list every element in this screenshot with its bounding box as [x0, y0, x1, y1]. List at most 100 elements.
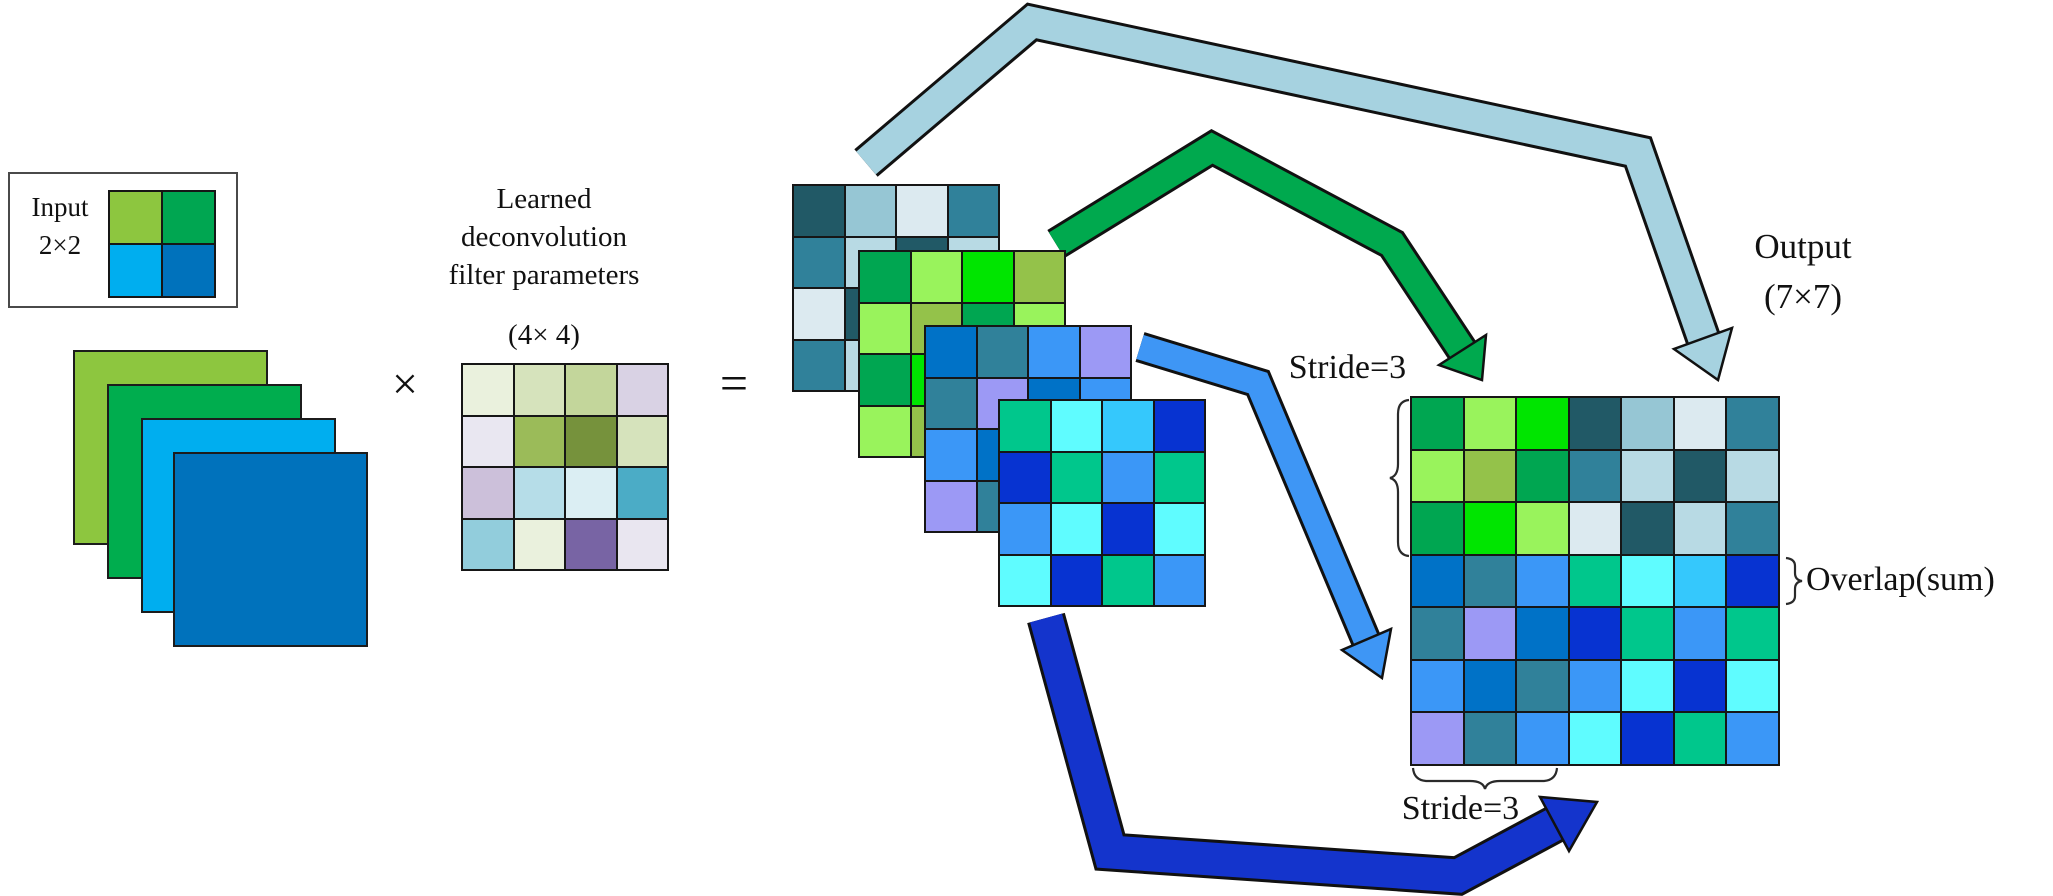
grid-cell: [1569, 713, 1621, 764]
grid-cell: [463, 468, 513, 518]
grid-cell: [926, 481, 976, 531]
grid-cell: [1674, 503, 1726, 554]
grid-cell: [617, 416, 667, 466]
grid-cell: [948, 186, 998, 236]
grid-cell: [1103, 452, 1153, 502]
grid-cell: [1412, 608, 1463, 659]
grid-cell: [1000, 504, 1050, 554]
grid-cell: [926, 430, 976, 480]
grid-cell: [1569, 555, 1621, 607]
stacked-square-blue: [173, 452, 368, 647]
grid-cell: [1622, 713, 1673, 764]
output-7x7-grid: [1410, 396, 1780, 766]
grid-cell: [1517, 398, 1568, 449]
grid-cell: [1464, 608, 1516, 659]
output-size-label: (7×7): [1763, 277, 1843, 316]
grid-cell: [1412, 450, 1463, 502]
grid-cell: [514, 468, 564, 518]
grid-cell: [1727, 713, 1778, 764]
filter-title-line3: filter parameters: [448, 259, 640, 291]
grid-cell: [1000, 401, 1050, 451]
grid-cell: [566, 365, 616, 415]
grid-cell: [1029, 327, 1079, 377]
grid-cell: [1622, 660, 1673, 712]
grid-cell: [794, 289, 844, 339]
grid-cell: [1569, 450, 1621, 502]
grid-cell: [1674, 713, 1726, 764]
grid-cell: [1000, 555, 1050, 605]
grid-cell: [1412, 660, 1463, 712]
grid-cell: [897, 186, 947, 236]
grid-cell: [1622, 555, 1673, 607]
grid-cell: [1622, 398, 1673, 449]
grid-cell: [1727, 555, 1778, 607]
grid-cell: [110, 192, 161, 243]
grid-cell: [566, 519, 616, 569]
grid-cell: [911, 252, 961, 302]
grid-cell: [1154, 555, 1204, 605]
grid-cell: [617, 468, 667, 518]
grid-cell: [1103, 555, 1153, 605]
grid-cell: [1464, 660, 1516, 712]
arrow-teal-head: [1671, 326, 1734, 383]
grid-cell: [1154, 401, 1204, 451]
grid-cell: [463, 416, 513, 466]
grid-cell: [1727, 660, 1778, 712]
grid-cell: [514, 365, 564, 415]
grid-cell: [1464, 555, 1516, 607]
input-2x2-grid: [108, 190, 216, 298]
grid-cell: [1080, 327, 1130, 377]
filter-4x4-grid: [461, 363, 669, 571]
stride-columns-brace: [1411, 767, 1559, 790]
input-label: Input: [31, 192, 89, 222]
overlap-sum-label: Overlap(sum): [1806, 561, 1995, 598]
grid-cell: [1517, 503, 1568, 554]
grid-cell: [1517, 713, 1568, 764]
grid-cell: [1014, 252, 1064, 302]
grid-cell: [514, 416, 564, 466]
left-rows-brace: [1389, 398, 1410, 558]
arrow-green-shaft: [1048, 132, 1474, 358]
grid-cell: [926, 327, 976, 377]
grid-cell: [1517, 660, 1568, 712]
arrow-blue-head: [1339, 626, 1393, 681]
output-label-line1: Output: [1754, 227, 1852, 266]
grid-cell: [1674, 660, 1726, 712]
grid-cell: [1051, 504, 1101, 554]
grid-cell: [1103, 504, 1153, 554]
grid-cell: [1412, 713, 1463, 764]
grid-cell: [1727, 503, 1778, 554]
grid-cell: [163, 192, 214, 243]
grid-cell: [566, 468, 616, 518]
grid-cell: [1412, 503, 1463, 554]
arrow-green-outline: [1047, 128, 1476, 360]
patch-grid-cyan: [998, 399, 1206, 607]
grid-cell: [163, 245, 214, 296]
grid-cell: [845, 186, 895, 236]
grid-cell: [1622, 450, 1673, 502]
grid-cell: [860, 406, 910, 456]
grid-cell: [463, 519, 513, 569]
grid-cell: [1569, 608, 1621, 659]
grid-cell: [514, 519, 564, 569]
grid-cell: [1622, 503, 1673, 554]
grid-cell: [1154, 452, 1204, 502]
multiply-sign: ×: [392, 358, 418, 409]
equals-sign: =: [719, 355, 749, 411]
grid-cell: [1674, 398, 1726, 449]
grid-cell: [794, 340, 844, 390]
grid-cell: [566, 416, 616, 466]
filter-title: Learned deconvolution filter parameters …: [383, 180, 705, 354]
grid-cell: [110, 245, 161, 296]
grid-cell: [1051, 401, 1101, 451]
stride-label-top: Stride=3: [1288, 349, 1407, 386]
grid-cell: [1517, 555, 1568, 607]
stride-label-bottom: Stride=3: [1401, 790, 1520, 827]
grid-cell: [1464, 450, 1516, 502]
grid-cell: [1051, 555, 1101, 605]
grid-cell: [794, 186, 844, 236]
grid-cell: [1517, 608, 1568, 659]
grid-cell: [1727, 398, 1778, 449]
input-size-label: 2×2: [38, 230, 82, 260]
